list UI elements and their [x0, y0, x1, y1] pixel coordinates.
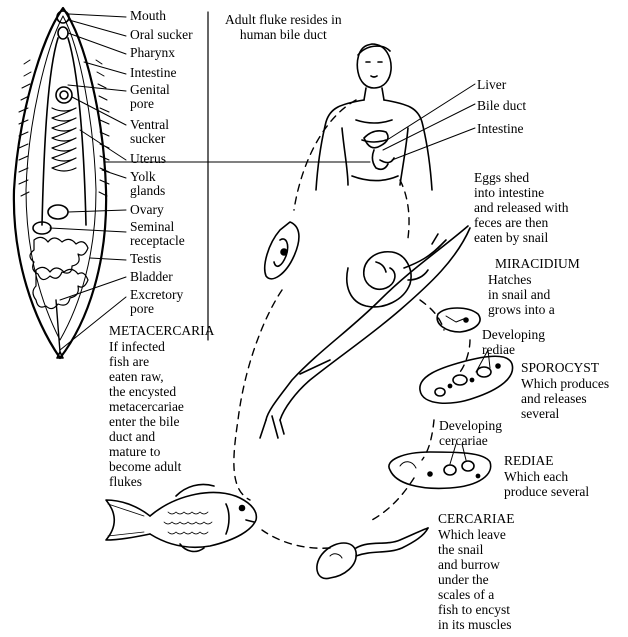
text-cercariae: Which leave the snail and burrow under t…	[438, 527, 512, 632]
caption-adult-fluke: Adult fluke resides in human bile duct	[225, 12, 342, 42]
text-eggs: Eggs shed into intestine and released wi…	[474, 170, 568, 245]
label-oral-sucker: Oral sucker	[130, 28, 193, 42]
ventral-sucker-shape	[56, 87, 72, 103]
liver-shape	[364, 131, 388, 148]
text-sporocyst: Which produces and releases several	[521, 376, 609, 421]
label-developing-rediae: Developing rediae	[482, 327, 545, 357]
label-intestine-anatomy: Intestine	[130, 66, 177, 80]
label-liver: Liver	[477, 77, 506, 92]
ovary-shape	[48, 205, 68, 219]
text-rediae: Which each produce several	[504, 469, 589, 499]
label-excretory-pore: Excretory pore	[130, 288, 183, 316]
title-rediae: REDIAE	[504, 453, 554, 468]
sporocyst-drawing	[420, 356, 513, 403]
rediae-drawing	[389, 452, 491, 488]
label-testis: Testis	[130, 252, 161, 266]
label-yolk-glands: Yolk glands	[130, 170, 165, 198]
miracidium-drawing	[437, 308, 480, 332]
label-pharynx: Pharynx	[130, 46, 175, 60]
label-bile-duct: Bile duct	[477, 98, 526, 113]
fish-drawing	[106, 484, 256, 551]
label-intestine-human: Intestine	[477, 121, 524, 136]
text-metacercaria: If infected fish are eaten raw, the ency…	[109, 339, 184, 489]
cercaria-drawing	[317, 528, 428, 579]
human-figure	[316, 44, 432, 190]
label-mouth: Mouth	[130, 9, 166, 23]
label-ovary: Ovary	[130, 203, 164, 217]
title-sporocyst: SPOROCYST	[521, 360, 599, 375]
egg-drawing	[265, 222, 299, 279]
label-developing-cercariae: Developing cercariae	[439, 418, 502, 448]
title-metacercaria: METACERCARIA	[109, 323, 214, 338]
text-miracidium: Hatches in snail and grows into a	[488, 272, 555, 317]
anatomy-leader-lines	[50, 12, 370, 350]
title-cercariae: CERCARIAE	[438, 511, 515, 526]
label-seminal-receptacle: Seminal receptacle	[130, 220, 185, 248]
life-cycle-path	[234, 100, 470, 548]
human-leader-lines	[383, 84, 475, 160]
title-miracidium: MIRACIDIUM	[495, 256, 580, 271]
snail-drawing	[260, 226, 470, 438]
label-uterus: Uterus	[130, 152, 166, 166]
adult-fluke-drawing	[14, 8, 109, 358]
label-bladder: Bladder	[130, 270, 173, 284]
label-ventral-sucker: Ventral sucker	[130, 118, 169, 146]
label-genital-pore: Genital pore	[130, 83, 170, 111]
